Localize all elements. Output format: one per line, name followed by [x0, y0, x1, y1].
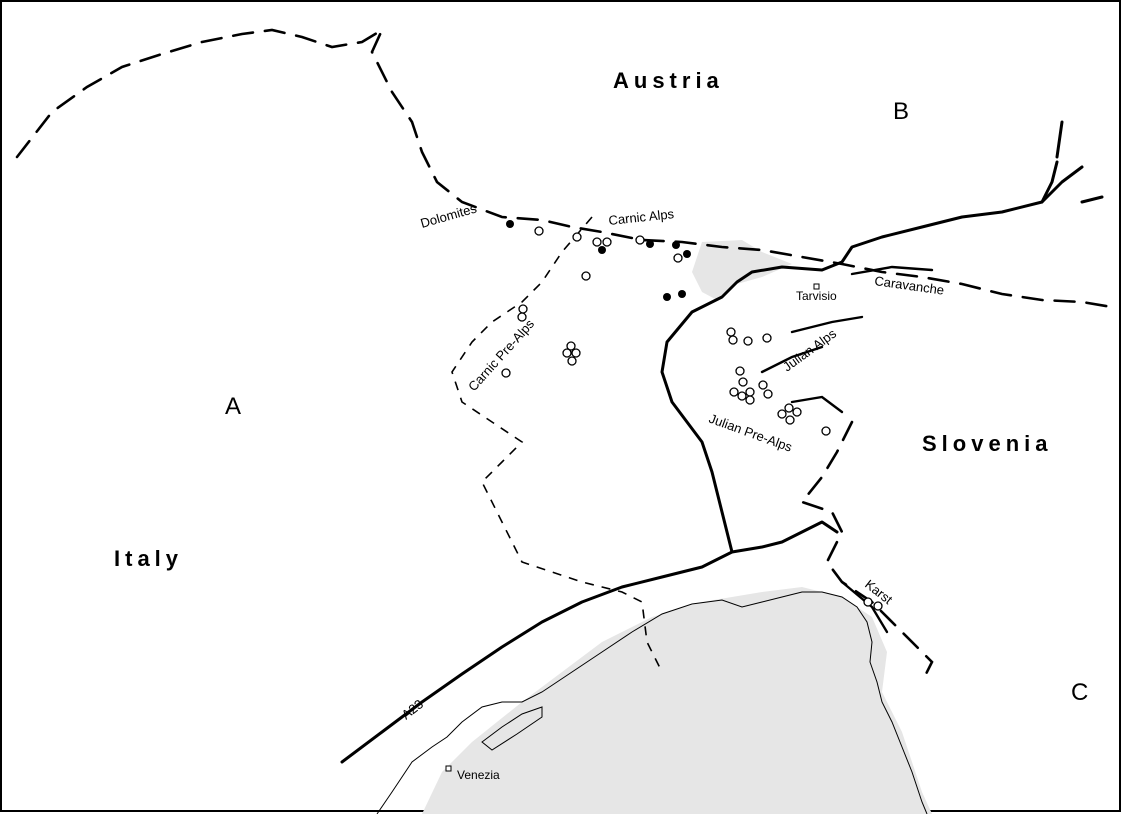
- river-main: [660, 165, 1084, 554]
- town-marker-venezia: [445, 765, 452, 772]
- range-julian-prealps-line: [790, 395, 844, 414]
- site-filled: [678, 290, 686, 298]
- site-open: [534, 226, 544, 236]
- label-dolomites: Dolomites: [419, 200, 479, 230]
- site-filled: [683, 250, 691, 258]
- border-italy-slovenia: [799, 420, 934, 684]
- range-karst-line: [840, 580, 889, 634]
- site-open: [784, 403, 794, 413]
- label-tarvisio: Tarvisio: [796, 289, 837, 303]
- site-open: [571, 348, 581, 358]
- label-italy: Italy: [114, 546, 183, 571]
- site-open: [728, 335, 738, 345]
- site-open: [758, 380, 768, 390]
- coastline: [376, 591, 928, 814]
- site-open: [602, 237, 612, 247]
- label-zone-c: C: [1071, 679, 1088, 706]
- site-open: [738, 377, 748, 387]
- adriatic-sea: [422, 587, 932, 814]
- site-open: [737, 391, 747, 401]
- label-austria: Austria: [613, 68, 724, 93]
- town-marker-tarvisio: [813, 283, 820, 290]
- site-open: [745, 395, 755, 405]
- range-caravanche-line: [850, 265, 934, 276]
- river-upper-branch: [1040, 160, 1059, 204]
- label-carnic-prealps: Carnic Pre-Alps: [465, 316, 537, 394]
- site-open: [635, 235, 645, 245]
- site-filled: [646, 240, 654, 248]
- site-open: [726, 327, 736, 337]
- site-open: [762, 333, 772, 343]
- shaded-valley: [692, 240, 792, 300]
- site-open: [518, 304, 528, 314]
- regional-border: [451, 216, 663, 673]
- label-zone-a: A: [225, 393, 241, 420]
- label-caravanche: Caravanche: [874, 273, 946, 298]
- site-open: [562, 348, 572, 358]
- label-julian-alps: Julian Alps: [780, 325, 840, 374]
- sites-open: [501, 226, 883, 611]
- lagoon: [481, 706, 543, 751]
- site-open: [792, 407, 802, 417]
- sites-filled: [506, 220, 691, 301]
- range-julian-alps-line: [790, 315, 864, 334]
- site-open: [821, 426, 831, 436]
- site-open: [863, 597, 873, 607]
- range-julian-alps-line-2: [760, 345, 824, 374]
- site-open: [777, 409, 787, 419]
- site-open: [581, 271, 591, 281]
- site-open: [743, 336, 753, 346]
- site-open: [501, 368, 511, 378]
- site-filled: [598, 246, 606, 254]
- site-open: [567, 356, 577, 366]
- site-open: [517, 312, 527, 322]
- label-zone-b: B: [893, 98, 909, 125]
- label-carnic-alps: Carnic Alps: [608, 206, 675, 228]
- site-open: [592, 237, 602, 247]
- site-filled: [663, 293, 671, 301]
- label-slovenia: Slovenia: [922, 431, 1052, 456]
- site-open: [763, 389, 773, 399]
- national-border: [15, 26, 1114, 309]
- site-open: [735, 366, 745, 376]
- site-filled: [672, 241, 680, 249]
- site-open: [566, 341, 576, 351]
- site-open: [572, 232, 582, 242]
- site-open: [873, 601, 883, 611]
- site-open: [785, 415, 795, 425]
- road-a23: [340, 520, 839, 764]
- site-open: [745, 387, 755, 397]
- river-north-branch: [1055, 120, 1064, 159]
- label-venezia: Venezia: [457, 768, 500, 782]
- site-filled: [506, 220, 514, 228]
- site-open: [673, 253, 683, 263]
- site-open: [729, 387, 739, 397]
- river-east-branch: [1080, 195, 1104, 204]
